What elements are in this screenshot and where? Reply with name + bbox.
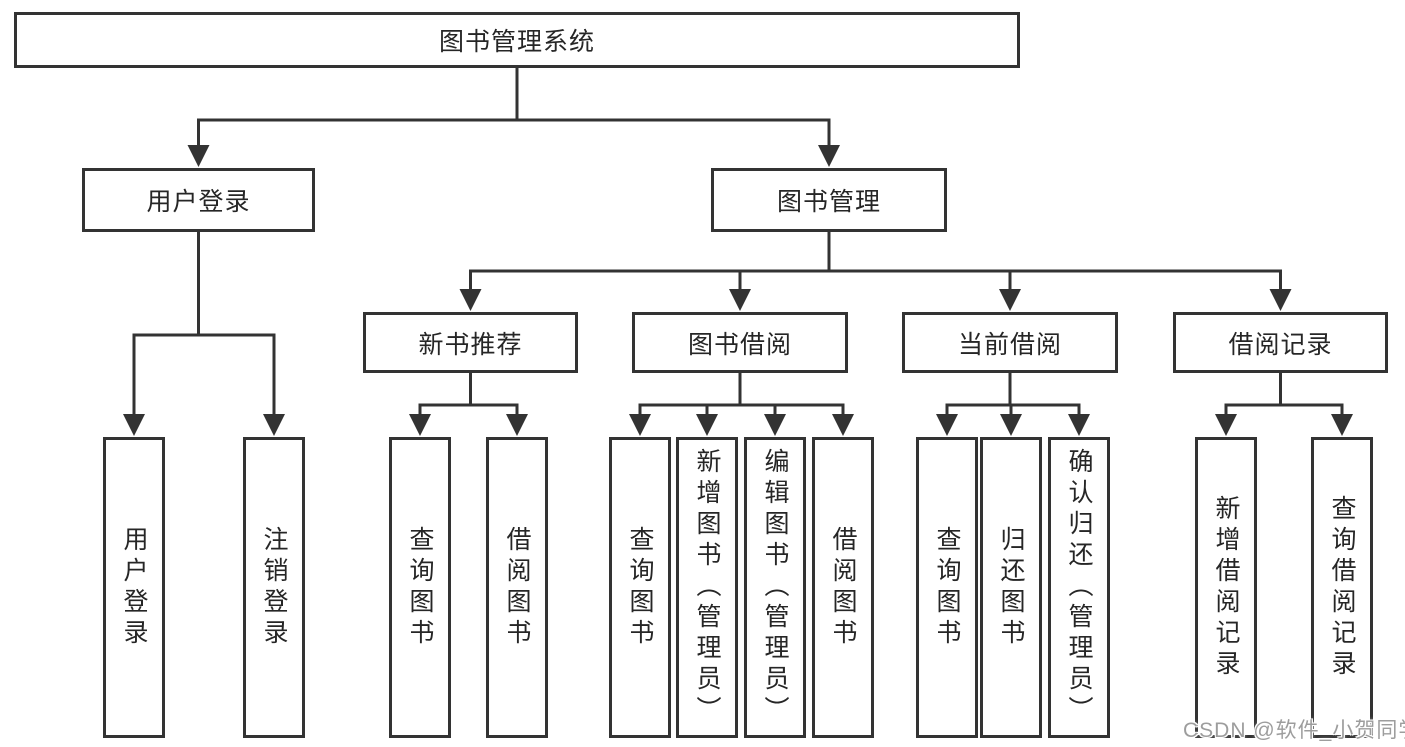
connector-root-to-branches <box>187 68 840 167</box>
leaf-confirm-return-admin: 确认归还（管理员） <box>1048 437 1110 738</box>
leaf-add-borrow-record: 新增借阅记录 <box>1195 437 1257 738</box>
leaf-edit-books-admin: 编辑图书（管理员） <box>744 437 806 738</box>
leaf-query-borrow-record: 查询借阅记录 <box>1311 437 1373 738</box>
node-new-book-recommend: 新书推荐 <box>363 312 578 373</box>
leaf-return-books: 归还图书 <box>980 437 1042 738</box>
csdn-watermark: CSDN @软件_小贺同学 <box>1183 719 1405 742</box>
leaf-borrow-books-recommend: 借阅图书 <box>486 437 548 738</box>
leaf-add-books-admin: 新增图书（管理员） <box>676 437 738 738</box>
connector-book-management-children <box>459 232 1292 311</box>
node-book-management-branch: 图书管理 <box>711 168 947 232</box>
connector-user-login-children <box>123 232 285 436</box>
connector-new-book-children <box>409 372 528 436</box>
connector-book-borrow-children <box>629 372 854 436</box>
node-borrow-records: 借阅记录 <box>1173 312 1388 373</box>
node-book-borrow: 图书借阅 <box>632 312 848 373</box>
leaf-query-books-current: 查询图书 <box>916 437 978 738</box>
connector-current-borrow-children <box>936 372 1090 436</box>
leaf-user-login: 用户登录 <box>103 437 165 738</box>
leaf-query-books-recommend: 查询图书 <box>389 437 451 738</box>
leaf-logout-login: 注销登录 <box>243 437 305 738</box>
node-current-borrow: 当前借阅 <box>902 312 1118 373</box>
node-user-login-branch: 用户登录 <box>82 168 315 232</box>
connector-borrow-record-children <box>1215 372 1353 436</box>
leaf-query-books-borrow: 查询图书 <box>609 437 671 738</box>
leaf-borrow-books: 借阅图书 <box>812 437 874 738</box>
node-root-library-management-system: 图书管理系统 <box>14 12 1020 68</box>
